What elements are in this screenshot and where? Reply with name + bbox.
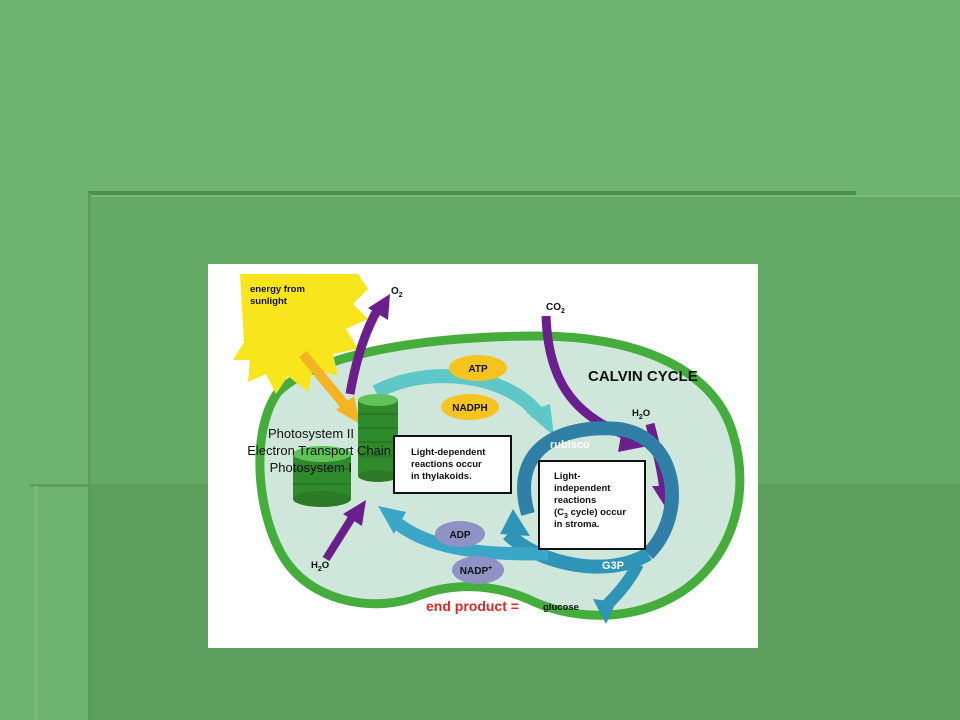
light-dependent-box	[393, 435, 512, 494]
g3p-label: G3P	[602, 560, 624, 572]
end-product-label: end product =	[426, 598, 519, 614]
nadp-label: NADP+	[460, 565, 492, 577]
decor-top-line-highlight	[88, 195, 960, 197]
h2o-left-arrow	[322, 500, 366, 562]
glucose-label: glucose	[543, 602, 579, 613]
light-dependent-line3: in thylakoids.	[411, 471, 472, 482]
light-independent-line5: in stroma.	[554, 519, 599, 530]
sunlight-arrow	[299, 350, 360, 424]
atp-label: ATP	[468, 364, 488, 375]
sun-label-line1: energy from	[250, 284, 305, 295]
photosystem-ii-label: Photosystem II	[268, 426, 354, 441]
decor-top-line	[88, 191, 856, 195]
photosynthesis-diagram: energy from sunlight O2 CO2 H2O H2O CALV…	[208, 264, 758, 648]
decor-left-lower-line-2	[88, 486, 91, 720]
o2-label: O2	[391, 286, 403, 299]
adp-oval	[435, 521, 485, 547]
thylakoid-stack-right	[358, 394, 398, 482]
electron-transport-chain-label: Electron Transport Chain	[247, 443, 391, 458]
co2-label: CO2	[546, 302, 565, 315]
adp-return-arrow	[378, 506, 549, 561]
thylakoid-stack-left	[293, 446, 351, 507]
light-dependent-line1: Light-dependent	[411, 447, 486, 458]
light-dependent-line2: reactions occur	[411, 459, 482, 470]
light-independent-line4: (C3 cycle) occur	[554, 507, 626, 520]
light-independent-line2: independent	[554, 483, 611, 494]
photosystem-i-label: Photosystem I	[270, 460, 352, 475]
calvin-cycle-title: CALVIN CYCLE	[588, 368, 698, 385]
h2o-right-label: H2O	[632, 408, 650, 421]
calvin-cycle-loop	[500, 421, 679, 574]
sun-icon	[233, 274, 368, 394]
nadp-oval	[452, 556, 504, 584]
glucose-output-arrow	[593, 561, 644, 624]
decor-left-line	[88, 193, 91, 488]
sun-label-line2: sunlight	[250, 296, 288, 307]
atp-oval	[449, 355, 507, 381]
nadph-oval	[441, 394, 499, 420]
adp-label: ADP	[449, 530, 470, 541]
decor-left-lower-line	[34, 486, 38, 720]
rubisco-label: rubisco	[550, 439, 590, 451]
h2o-left-label: H2O	[311, 560, 329, 573]
light-independent-line1: Light-	[554, 471, 580, 482]
light-independent-line3: reactions	[554, 495, 596, 506]
nadph-label: NADPH	[452, 403, 488, 414]
o2-arrow	[345, 294, 390, 395]
light-independent-box	[538, 460, 646, 550]
